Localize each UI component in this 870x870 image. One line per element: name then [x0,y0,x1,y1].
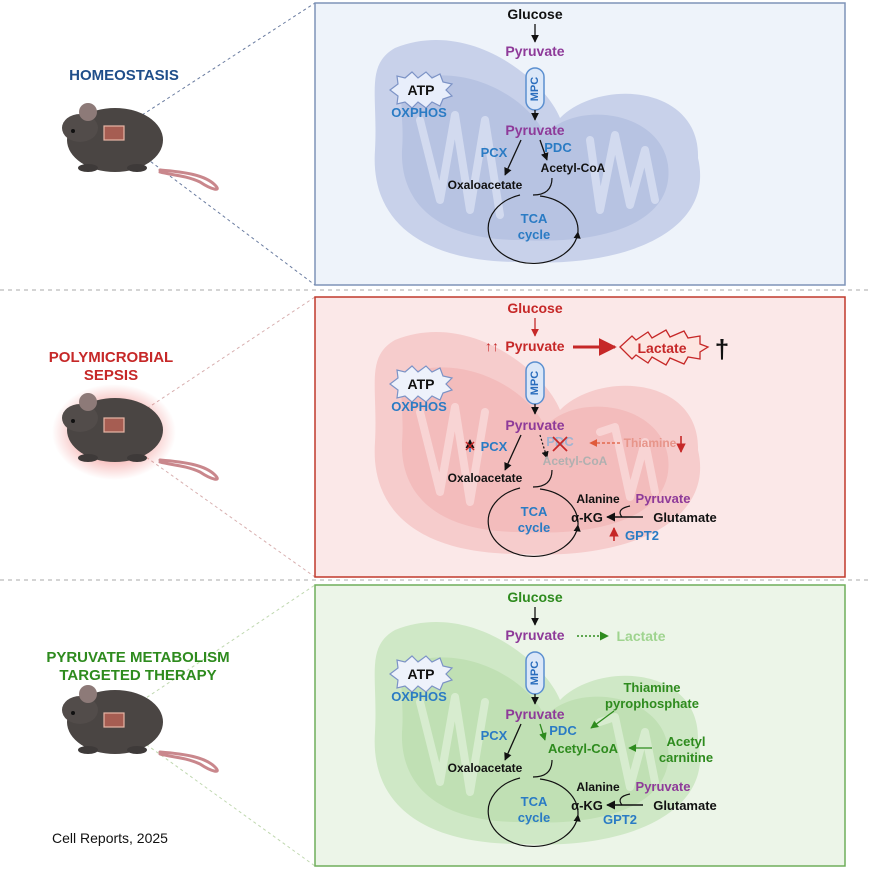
mpc-transporter: MPC [525,67,545,111]
akg-label: α-KG [571,798,603,813]
therapy-title-line2: TARGETED THERAPY [59,667,216,684]
akg-label: α-KG [571,510,603,525]
mpc-transporter: MPC [525,651,545,695]
tca-label-line2: cycle [518,227,551,242]
mouse-healthy-icon [62,103,219,191]
tca-label-line1: TCA [521,211,548,226]
tca-label-line1: TCA [521,504,548,519]
pcx-label: PCX [481,728,508,743]
acetyl-coa-join [532,759,553,778]
pyruvate-side-label: Pyruvate [636,779,691,794]
pyruvate-up-marker: ↑↑ [485,338,499,354]
atp-burst: ATP [389,71,454,109]
tca-cycle [487,777,581,848]
therapy-title-line1: PYRUVATE METABOLISM [46,649,229,666]
glutamate-label: Glutamate [653,510,717,525]
pcx-changed-marker [465,439,475,452]
mitochondrion [374,622,701,845]
homeostasis-title: HOMEOSTASIS [69,67,179,84]
pyruvate-alanine-arc [619,505,631,518]
thiamine-pp-line2: pyrophosphate [605,696,699,711]
acetyl-carnitine-line2: carnitine [659,750,713,765]
panel-sepsis: Glucose ↑↑ Pyruvate Lactate † MPC ATP OX… [314,296,846,578]
mpc-label: MPC [529,661,541,686]
pdc-label: PDC [546,434,574,449]
lactate-label: Lactate [637,340,686,356]
atp-burst: ATP [389,365,454,403]
pcx-label: PCX [481,439,508,454]
oxphos-label: OXPHOS [391,399,447,414]
lactate-burst: Lactate [619,329,710,366]
acetyl-coa-label: Acetyl-CoA [548,741,619,756]
gpt2-label: GPT2 [603,812,637,827]
glucose-label: Glucose [507,6,562,22]
tca-label-line1: TCA [521,794,548,809]
acetyl-coa-label: Acetyl-CoA [541,161,606,175]
oxaloacetate-label: Oxaloacetate [448,471,523,485]
acetyl-coa-join [532,469,553,488]
tca-label-line2: cycle [518,520,551,535]
pcx-arrow [504,723,522,761]
pdc-inhibited-icon [552,436,568,452]
pyruvate-mito-label: Pyruvate [505,122,564,138]
mitochondrion [374,332,701,555]
thiamine-pp-arrow [590,710,615,729]
acetyl-carnitine-line1: Acetyl [666,734,705,749]
lactate-label: Lactate [616,628,665,644]
citation: Cell Reports, 2025 [52,830,168,846]
tca-label-line2: cycle [518,810,551,825]
tca-cycle [487,487,581,558]
pdc-arrow [539,723,547,741]
mpc-label: MPC [529,371,541,396]
mpc-transporter: MPC [525,361,545,405]
death-cross-icon: † [715,334,729,364]
pyruvate-mito-label: Pyruvate [505,706,564,722]
pyruvate-cytosol-label: Pyruvate [505,627,564,643]
sepsis-title-line1: POLYMICROBIAL [49,349,173,366]
mitochondrion [374,40,701,263]
pdc-arrow [539,139,549,161]
sepsis-title-line2: SEPSIS [84,367,138,384]
oxaloacetate-label: Oxaloacetate [448,761,523,775]
mouse-treated-icon [62,685,219,773]
acetyl-coa-join [532,177,553,196]
pdc-label: PDC [544,140,572,155]
oxphos-label: OXPHOS [391,105,447,120]
pdc-label: PDC [549,723,577,738]
oxaloacetate-label: Oxaloacetate [448,178,523,192]
panel-therapy: Glucose Pyruvate Lactate MPC ATP OXPHOS … [314,584,846,867]
glucose-label: Glucose [507,300,562,316]
mpc-label: MPC [529,77,541,102]
pcx-arrow [504,434,522,471]
thiamine-pp-line1: Thiamine [623,680,680,695]
pyruvate-mito-label: Pyruvate [505,417,564,433]
alanine-label: Alanine [576,780,620,794]
panel-homeostasis: Glucose Pyruvate MPC ATP OXPHOS Pyruvate… [314,2,846,286]
alanine-label: Alanine [576,492,620,506]
pyruvate-cytosol-label: Pyruvate [505,338,564,354]
pcx-arrow [504,139,522,176]
atp-label: ATP [408,82,435,98]
glucose-label: Glucose [507,589,562,605]
atp-label: ATP [408,376,435,392]
atp-label: ATP [408,666,435,682]
pyruvate-side-label: Pyruvate [636,491,691,506]
mouse-septic-icon [52,384,219,481]
tca-cycle [487,194,581,265]
gpt2-label: GPT2 [625,528,659,543]
acetyl-coa-label: Acetyl-CoA [543,454,608,468]
oxphos-label: OXPHOS [391,689,447,704]
pcx-label: PCX [481,145,508,160]
pyruvate-cytosol-label: Pyruvate [505,43,564,59]
pdc-arrow [539,434,549,459]
glutamate-label: Glutamate [653,798,717,813]
atp-burst: ATP [389,655,454,693]
thiamine-label: Thiamine [624,436,677,450]
pyruvate-alanine-arc [619,793,631,806]
